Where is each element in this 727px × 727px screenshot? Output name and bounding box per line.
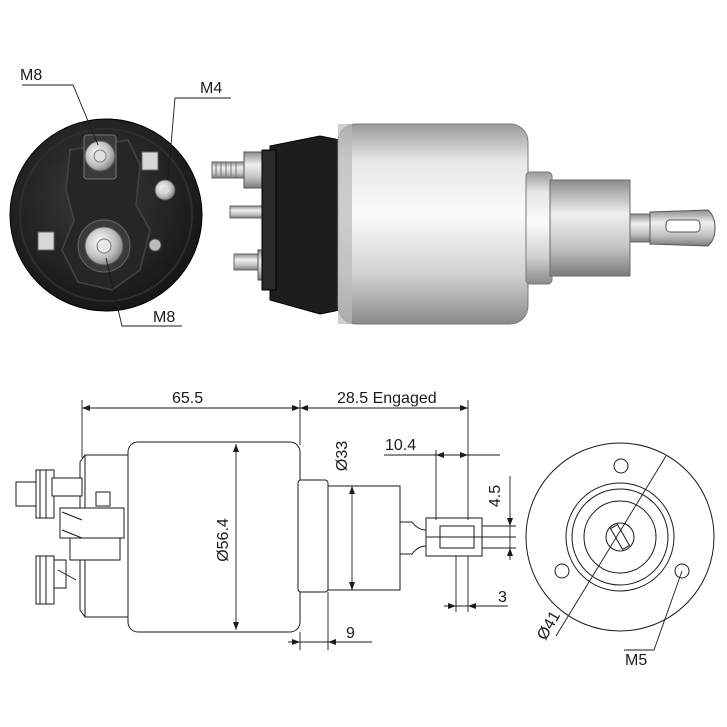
dim-stroke: 28.5 Engaged [337,390,437,407]
label-m4: M4 [200,80,222,97]
dim-slot-width: 4.5 [487,485,504,507]
label-mount-thread: M5 [625,652,647,669]
dim-length: 65.5 [172,390,203,407]
front-view-drawing [525,442,715,651]
solenoid-side-photo [211,123,716,325]
leader-m8-bottom [105,257,182,327]
dim-body-diameter: Ø56.4 [215,518,232,562]
dim-flange: 9 [346,625,355,642]
dim-tab-length: 10.4 [385,437,416,454]
side-view-dimensions [81,400,516,650]
dim-tab-thickness: 3 [498,589,507,606]
label-m8-bottom: M8 [153,309,175,326]
terminal-cap-photo [9,118,203,312]
leader-m8-top [22,84,99,146]
label-m8-top: M8 [20,67,42,84]
dim-plunger-diameter: Ø33 [334,441,351,471]
dim-bolt-circle: Ø41 [534,608,564,643]
leader-m4 [167,97,231,181]
terminal-leaders [22,84,231,327]
side-view-drawing [15,441,516,633]
